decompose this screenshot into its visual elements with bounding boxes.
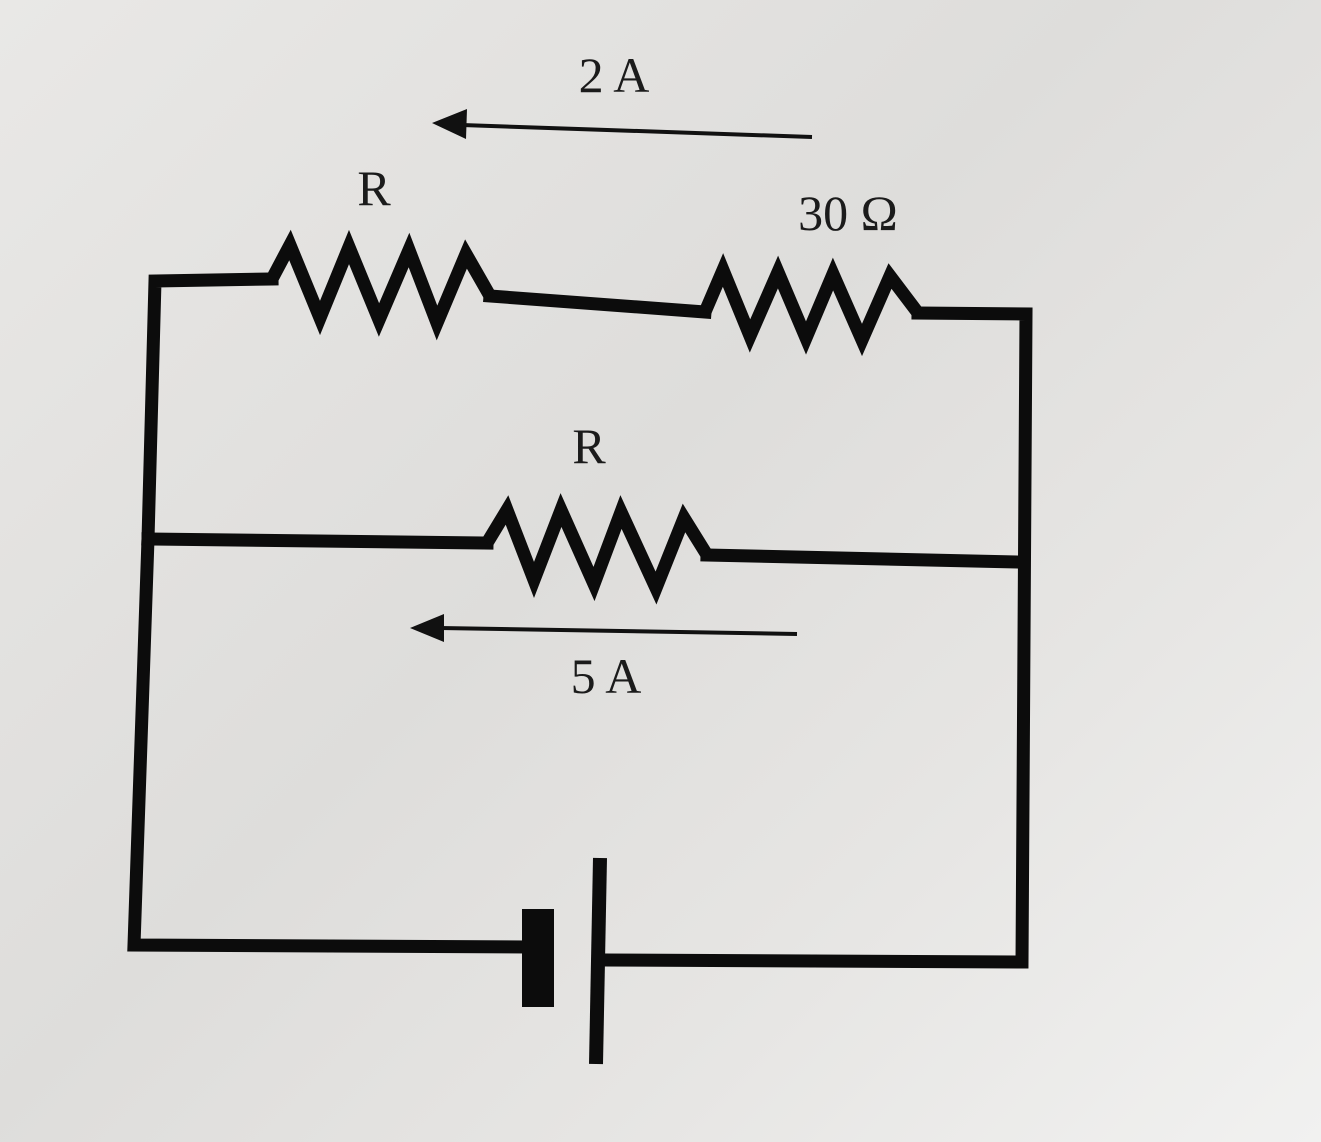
wire-right-loop [603,306,1033,969]
current-arrow-top-head [432,109,467,139]
resistor-middle [481,493,713,605]
current-label-top: 2 A [579,47,650,103]
wire-top-middle [483,289,712,319]
current-arrow-bottom-shaft [439,626,798,636]
resistor-top-right [699,253,924,357]
resistor-top-left [266,229,496,341]
battery-symbol [522,857,607,1065]
current-label-bottom: 5 A [571,648,642,704]
resistor-label-middle: R [572,418,606,474]
wire-left-loop [127,532,529,954]
resistor-label-top-left: R [357,160,391,216]
wire-middle-left [141,532,494,550]
wire-middle-right [700,548,1024,569]
current-arrow-top [432,109,813,139]
wire-top-left [141,272,279,546]
current-arrow-bottom [410,614,798,642]
current-arrow-top-shaft [461,123,813,139]
battery-long-plate [589,857,607,1065]
current-arrow-bottom-head [410,614,444,642]
resistor-label-top-right: 30 Ω [798,185,898,241]
battery-short-plate [522,909,554,1007]
